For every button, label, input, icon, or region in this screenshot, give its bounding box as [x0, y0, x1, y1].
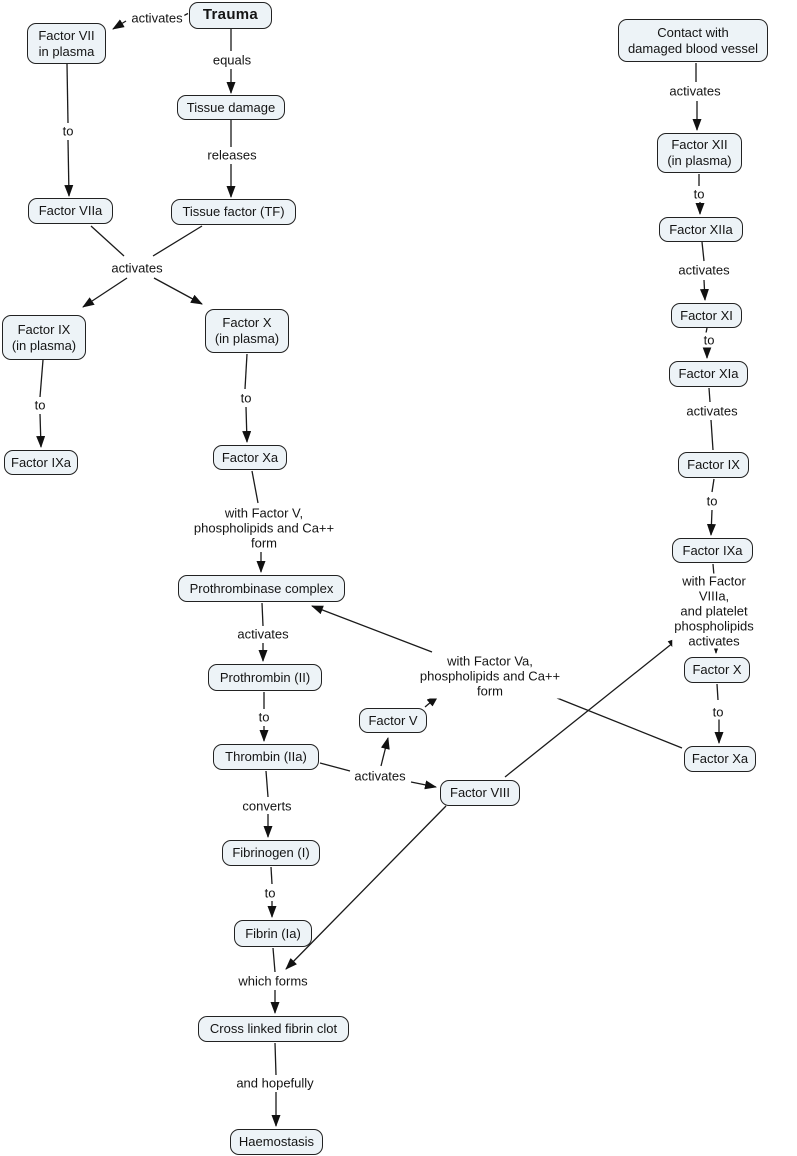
- edge-label-activates-contact-xii[interactable]: activates: [667, 83, 723, 99]
- edge-label-activates-trauma-vii[interactable]: activates: [129, 10, 185, 26]
- connector-factor-ix-right-to: [711, 478, 715, 493]
- connector-factor-ix-to: [39, 359, 44, 398]
- edge-label-activates-xia-ix[interactable]: activates: [684, 403, 740, 419]
- node-fibrinogen[interactable]: Fibrinogen (I): [222, 840, 320, 866]
- edge-label-activates-xiia-xi[interactable]: activates: [676, 262, 732, 278]
- node-haemostasis[interactable]: Haemostasis: [230, 1129, 323, 1155]
- connector-activates-factor-ix-right: [710, 419, 714, 451]
- node-factor-x-plasma[interactable]: Factor X (in plasma): [205, 309, 289, 353]
- connector-to-factor-viia: [64, 139, 74, 197]
- node-tissue-damage[interactable]: Tissue damage: [177, 95, 285, 120]
- node-factor-ix-plasma[interactable]: Factor IX (in plasma): [2, 315, 86, 360]
- connector-factor-viia-activates: [90, 225, 125, 257]
- connector-clot-and-hopefully: [274, 1042, 277, 1076]
- connector-tissue-factor-activates: [152, 225, 203, 257]
- edge-label-and-hopefully[interactable]: and hopefully: [234, 1075, 316, 1091]
- node-factor-ix-right[interactable]: Factor IX: [678, 452, 749, 478]
- edge-label-which-forms[interactable]: which forms: [236, 973, 310, 989]
- node-fibrin[interactable]: Fibrin (Ia): [234, 920, 312, 947]
- edge-label-activates-prothrombinase[interactable]: activates: [235, 626, 291, 642]
- edge-label-to-x-xa-mid[interactable]: to: [238, 390, 254, 406]
- connector-activates-factor-x-plasma: [153, 277, 203, 305]
- edge-label-to-xii-xiia[interactable]: to: [691, 186, 707, 202]
- node-factor-x-right[interactable]: Factor X: [684, 657, 750, 683]
- node-tissue-factor[interactable]: Tissue factor (TF): [171, 199, 296, 225]
- connector-factor-viii-viiia-label: [504, 637, 680, 778]
- node-factor-vii-plasma[interactable]: Factor VII in plasma: [27, 23, 106, 64]
- connector-factor-vii-to: [66, 63, 69, 124]
- edge-label-with-factor-va[interactable]: with Factor Va, phospholipids and Ca++ f…: [417, 653, 563, 699]
- node-contact-vessel[interactable]: Contact with damaged blood vessel: [618, 19, 768, 62]
- edge-label-to-prothrombin-thrombin[interactable]: to: [256, 709, 272, 725]
- node-factor-viii[interactable]: Factor VIII: [440, 780, 520, 806]
- edge-label-converts[interactable]: converts: [240, 798, 294, 814]
- connector-factor-xa-with-label: [251, 470, 259, 504]
- edge-label-to-xi-xia[interactable]: to: [701, 332, 717, 348]
- connector-activates-factor-ix-plasma: [82, 277, 128, 308]
- edge-label-to-vii-viia[interactable]: to: [60, 123, 76, 139]
- connector-factor-viii-which-forms: [285, 805, 447, 970]
- edge-label-activates-thrombin[interactable]: activates: [352, 768, 408, 784]
- connector-trauma-activates-dash: [183, 12, 189, 17]
- node-thrombin[interactable]: Thrombin (IIa): [213, 744, 319, 770]
- edge-label-with-factor-viiia[interactable]: with Factor VIIIa, and platelet phosphol…: [672, 573, 756, 649]
- connector-thrombin-activates: [319, 762, 351, 772]
- node-factor-xi[interactable]: Factor XI: [671, 303, 742, 328]
- node-prothrombinase[interactable]: Prothrombinase complex: [178, 575, 345, 602]
- edge-label-activates-cross[interactable]: activates: [109, 260, 165, 276]
- connector-thrombin-converts: [265, 770, 269, 798]
- connector-factor-xa-right-va-label: [556, 697, 683, 749]
- edge-label-to-x-xa-right[interactable]: to: [710, 704, 726, 720]
- node-cross-linked-clot[interactable]: Cross linked fibrin clot: [198, 1016, 349, 1042]
- connector-to-factor-ixa-left: [36, 413, 46, 448]
- node-factor-ixa-right[interactable]: Factor IXa: [672, 538, 753, 563]
- edge-label-to-fibrinogen-fibrin[interactable]: to: [262, 885, 278, 901]
- connector-to-factor-ixa-right: [706, 509, 716, 536]
- node-factor-xia[interactable]: Factor XIa: [669, 361, 748, 387]
- connector-activates-factor-viii: [410, 780, 437, 790]
- node-factor-xa-mid[interactable]: Factor Xa: [213, 445, 287, 470]
- node-factor-xa-right[interactable]: Factor Xa: [684, 746, 756, 772]
- node-prothrombin[interactable]: Prothrombin (II): [208, 664, 322, 691]
- connector-fibrin-which-forms: [272, 947, 276, 973]
- node-factor-xii-plasma[interactable]: Factor XII (in plasma): [657, 133, 742, 173]
- connector-factor-x-to: [244, 353, 248, 390]
- connector-va-label-prothrombinase: [311, 605, 433, 653]
- connector-activates-factor-v: [380, 737, 390, 767]
- node-factor-v[interactable]: Factor V: [359, 708, 427, 733]
- edge-label-to-ix-ixa-right[interactable]: to: [704, 493, 720, 509]
- edge-label-with-factor-v[interactable]: with Factor V, phospholipids and Ca++ fo…: [191, 505, 337, 551]
- edge-label-equals[interactable]: equals: [210, 52, 254, 68]
- connector-activates-factor-xi: [699, 279, 709, 301]
- connector-fibrinogen-to: [270, 866, 273, 885]
- node-factor-ixa-left[interactable]: Factor IXa: [4, 450, 78, 475]
- connector-activates-factor-vii: [112, 19, 127, 30]
- connector-to-factor-xa-mid: [242, 406, 252, 443]
- node-factor-xiia[interactable]: Factor XIIa: [659, 217, 743, 242]
- connector-factor-xia-activates: [708, 387, 711, 403]
- connector-factor-xiia-activates: [701, 241, 705, 262]
- connector-factor-x-right-to: [716, 683, 719, 701]
- connector-factor-xi-to: [705, 327, 708, 334]
- edge-label-to-ix-ixa-left[interactable]: to: [32, 397, 48, 413]
- node-factor-viia[interactable]: Factor VIIa: [28, 198, 113, 224]
- edge-label-releases[interactable]: releases: [205, 147, 259, 163]
- node-trauma[interactable]: Trauma: [189, 2, 272, 29]
- connector-prothrombinase-activates: [261, 602, 264, 627]
